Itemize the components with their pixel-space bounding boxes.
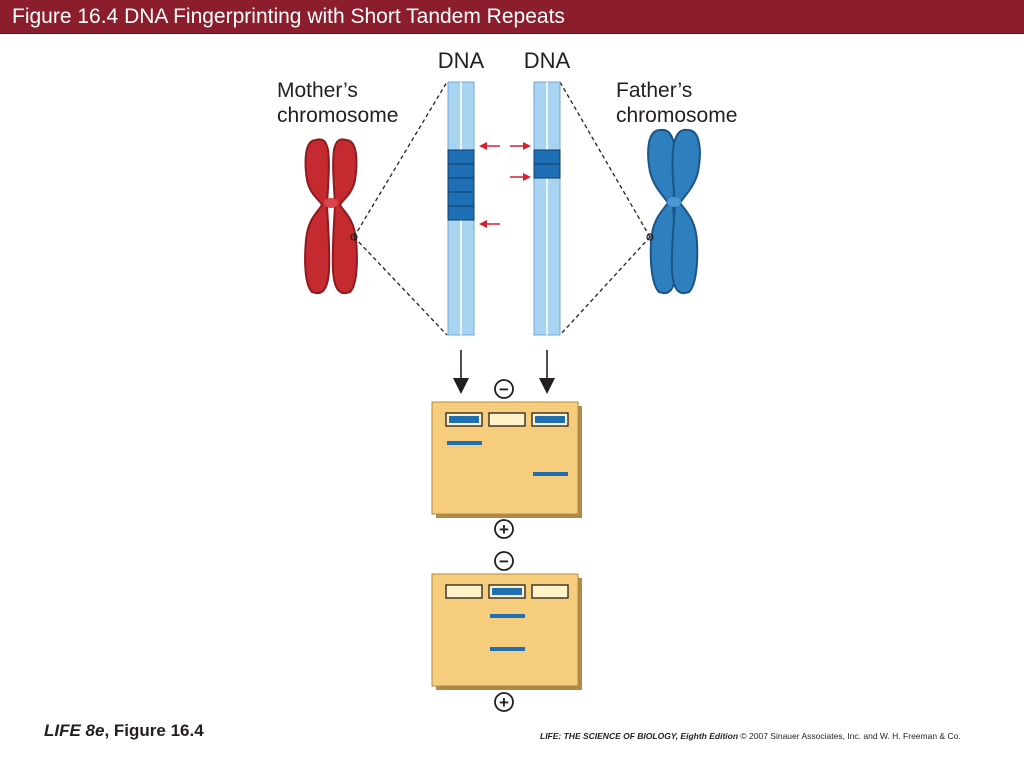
repeat-boundary-arrows [479, 142, 531, 228]
mother-zoom-line-top [353, 81, 448, 238]
bottom-gel-band-lower [490, 647, 525, 651]
mother-label-line2: chromosome [277, 104, 398, 127]
father-locus-marker [646, 233, 654, 241]
top-gel-negative-electrode: − [494, 379, 514, 399]
bottom-gel-well-1 [445, 584, 483, 599]
bottom-gel-positive-electrode: + [494, 692, 514, 712]
top-gel-band-mother [447, 441, 482, 445]
zoom-lines [353, 81, 651, 336]
mother-repeat-region [447, 149, 475, 221]
father-centromere [667, 197, 681, 207]
footer-book-reference: LIFE 8e, Figure 16.4 [44, 721, 204, 741]
figure-title-bar: Figure 16.4 DNA Fingerprinting with Shor… [0, 0, 1024, 34]
top-gel-positive-sign: + [499, 520, 509, 539]
mother-dna-strand [447, 81, 475, 336]
mother-chromosome [304, 138, 358, 295]
bottom-gel-negative-electrode: − [494, 551, 514, 571]
footer-credit: LIFE: THE SCIENCE OF BIOLOGY, Eighth Edi… [540, 731, 961, 741]
father-chromatid-right [670, 128, 701, 295]
bottom-gel-negative-sign: − [499, 552, 509, 571]
father-repeat-region [533, 149, 561, 179]
top-gel-negative-sign: − [499, 380, 509, 399]
mother-start-arrow [479, 142, 500, 150]
bottom-gel-band-upper [490, 614, 525, 618]
mother-end-arrow [479, 220, 500, 228]
father-zoom-line-bottom [559, 236, 651, 336]
mother-chromatid-left [304, 138, 331, 295]
mother-repeat-unit [447, 191, 475, 207]
mother-repeat-unit [447, 149, 475, 165]
father-zoom-line-top [559, 81, 651, 238]
mother-zoom-line-bottom [353, 236, 448, 336]
bottom-gel [431, 573, 582, 690]
father-repeat-unit [533, 149, 561, 165]
footer-figure-ref: , Figure 16.4 [104, 721, 204, 740]
father-dna-strand [533, 81, 561, 336]
top-gel-positive-electrode: + [494, 519, 514, 539]
bottom-gel-positive-sign: + [499, 693, 509, 712]
dna-label-left: DNA [438, 48, 485, 73]
top-gel-well-3-fill [535, 416, 565, 423]
dna-label-right: DNA [524, 48, 571, 73]
top-gel-well-2 [488, 412, 526, 427]
footer-book-title: LIFE 8e [44, 721, 105, 740]
mother-repeat-unit [447, 163, 475, 179]
bottom-gel-well-3 [531, 584, 569, 599]
mother-label-line1: Mother’s [277, 79, 358, 102]
mother-locus-marker [350, 233, 358, 241]
father-start-arrow [510, 142, 531, 150]
mother-repeat-unit [447, 205, 475, 221]
bottom-gel-well-2-fill [492, 588, 522, 595]
footer-credit-italic: LIFE: THE SCIENCE OF BIOLOGY, Eighth Edi… [540, 731, 739, 741]
father-label-line2: chromosome [616, 104, 737, 127]
mother-repeat-unit [447, 177, 475, 193]
father-repeat-unit [533, 163, 561, 179]
figure-title: Figure 16.4 DNA Fingerprinting with Shor… [12, 5, 565, 28]
footer-credit-text: © 2007 Sinauer Associates, Inc. and W. H… [738, 731, 961, 741]
father-label-line1: Father’s [616, 79, 692, 102]
father-end-arrow [510, 173, 531, 181]
mother-chromatid-right [331, 138, 358, 295]
mother-centromere [324, 198, 338, 208]
top-gel [431, 401, 582, 518]
top-gel-well-1-fill [449, 416, 479, 423]
father-chromosome [647, 128, 701, 295]
top-gel-band-father [533, 472, 568, 476]
